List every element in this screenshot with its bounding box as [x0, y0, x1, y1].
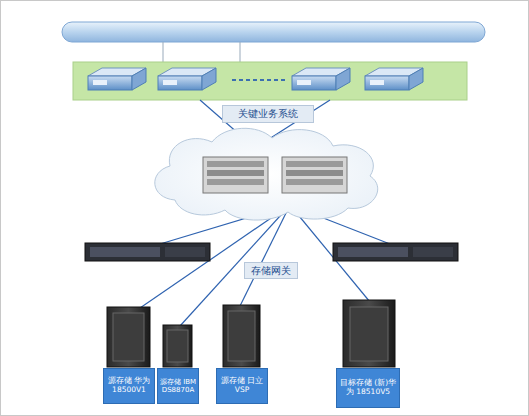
server-icons — [88, 68, 423, 90]
network-bus — [62, 22, 485, 42]
node-text: 目标存储 (新)华为 18510V5 — [337, 379, 399, 396]
node-text: 源存储 华为 18500V1 — [104, 377, 154, 394]
gateway-label: 存储网关 — [244, 262, 298, 279]
storage-label: 目标存储 (新)华为 18510V5 — [336, 368, 400, 408]
node-text: 存储网关 — [251, 265, 291, 277]
storage-array — [107, 300, 395, 367]
server-band — [73, 62, 467, 100]
network-wires — [140, 100, 390, 326]
bus-drop — [240, 42, 241, 62]
gateway-server — [85, 243, 458, 261]
system-label: 关键业务系统 — [222, 105, 314, 123]
node-text: 源存储 日立 VSP — [217, 377, 267, 394]
node-text: 源存储 IBM DS8870A — [158, 378, 198, 394]
storage-label: 源存储 华为 18500V1 — [103, 368, 155, 404]
storage-label: 源存储 IBM DS8870A — [157, 368, 199, 404]
core-switch — [203, 157, 347, 193]
storage-label: 源存储 日立 VSP — [216, 368, 268, 404]
network-cloud — [155, 128, 378, 220]
node-text: 关键业务系统 — [238, 108, 298, 120]
bus-drop — [163, 42, 164, 62]
